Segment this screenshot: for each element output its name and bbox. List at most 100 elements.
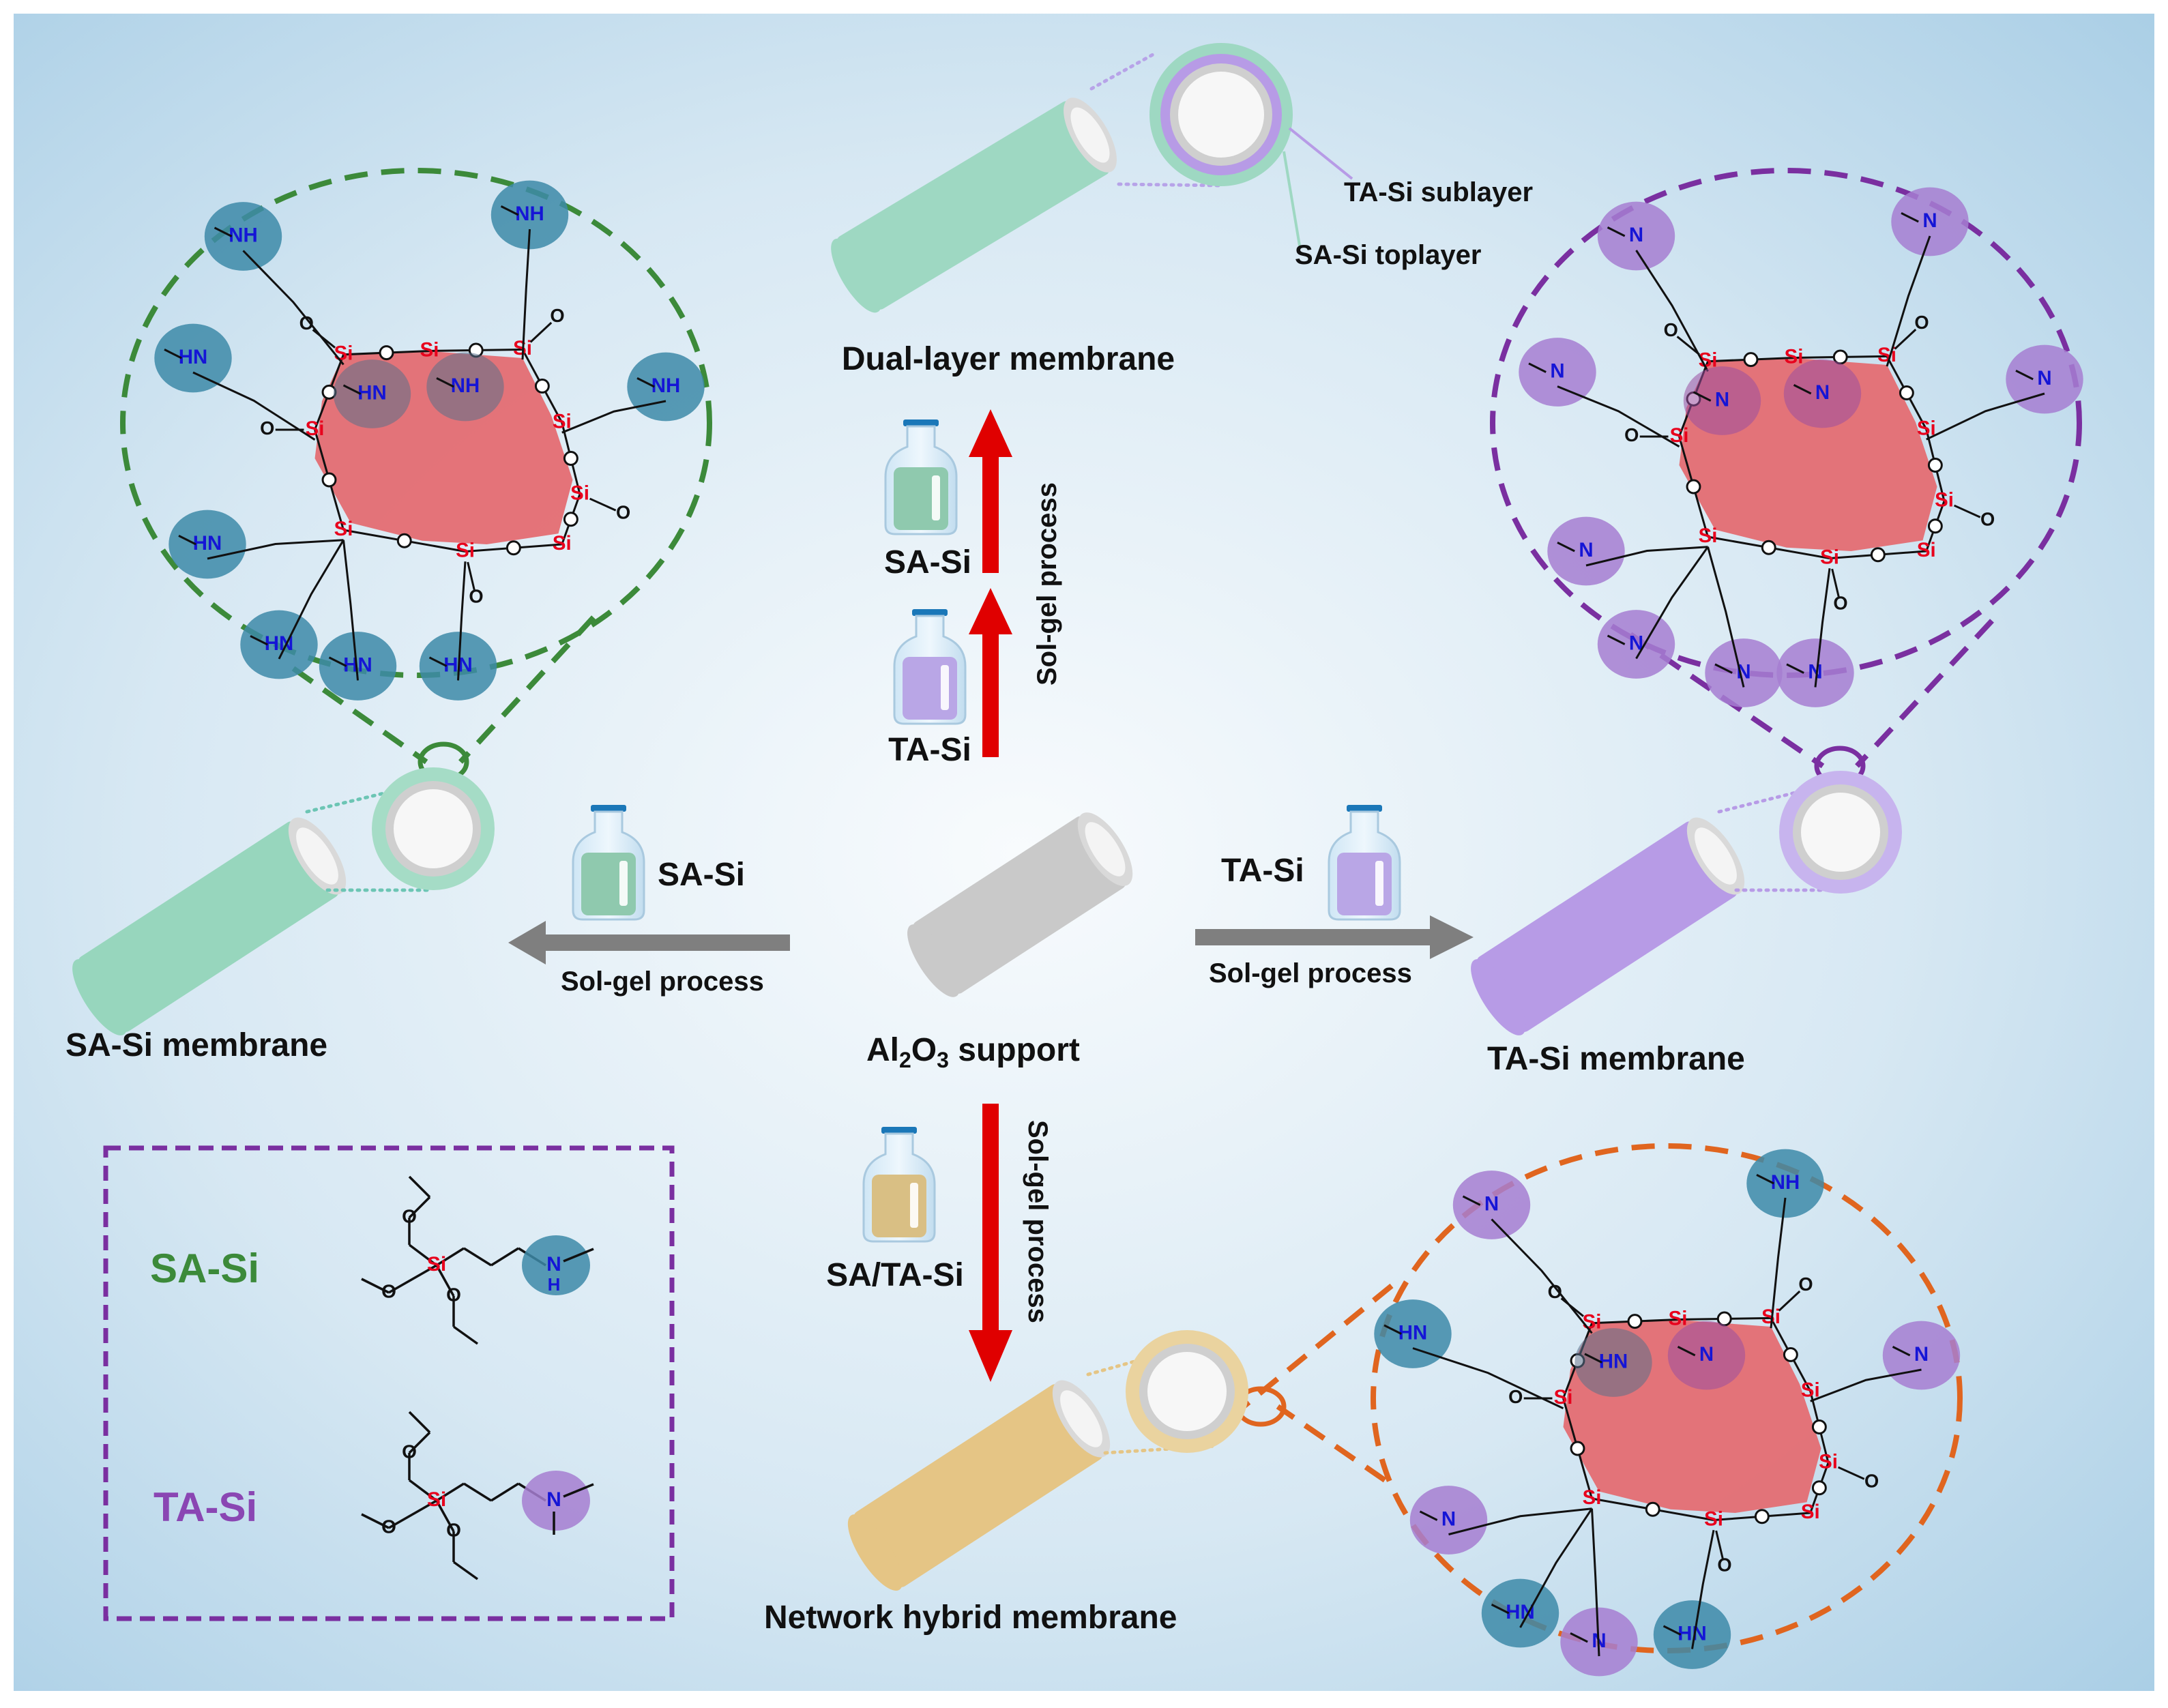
sa-net-oxygen [534,379,550,394]
sa-net-amine-label: NH [651,374,680,397]
hybrid-membrane-tube [847,1380,1111,1591]
arrow-to-ta-membrane [1195,915,1474,959]
ta-net-methyl [1901,212,1919,223]
hy-net-methyl [1462,1195,1481,1206]
sa-net-silicon: Si [334,518,353,540]
hy-net-amine-group [1374,1299,1452,1368]
vial-sasi-top-cap [903,419,939,426]
legend-sa-molecule-bond [408,1196,431,1219]
sa-bubble-outline [120,168,712,678]
sa-net-silicon: Si [553,532,572,555]
sol-gel-label-vertical-up: Sol-gel process [1032,482,1062,686]
ta-net-propyl-chain [1926,392,2045,441]
hy-net-oxygen [1811,1480,1827,1496]
ta-cross-section [1779,771,1902,894]
legend-sa-molecule-methyl [563,1248,594,1263]
legend-box [103,1145,675,1621]
legend-sa-molecule-bond [361,1278,390,1294]
legend-ta-molecule-nitrogen: N [546,1488,561,1511]
hybrid-bubble-outline [1371,1143,1963,1653]
hy-net-propyl-chain [1491,1218,1593,1334]
legend-ta-molecule-bond [408,1479,438,1502]
ta-membrane-tube [1471,817,1745,1035]
hy-net-silicon: Si [1801,1501,1820,1523]
hy-net-amine-label: HN [1599,1350,1628,1372]
ta-bubble-tether-right [1855,619,1994,768]
ta-net-amine-label: N [1815,381,1830,404]
ta-net-methyl [1714,663,1733,674]
hy-net-oxygen [1627,1314,1643,1329]
vial-hybrid [862,1127,936,1243]
ta-net-terminal-oxygen: O [1914,312,1929,333]
hy-net-oxygen [1645,1501,1660,1517]
sa-net-silicon: Si [570,482,589,504]
legend-ta-molecule-amine-group [522,1471,590,1531]
ta-net-propyl-chain [1707,546,1745,688]
ta-vial-label: TA-Si [1221,853,1304,889]
legend-sa-molecule-bond [436,1247,465,1267]
vial-tasi-bottom-cap [912,609,948,616]
hy-net-terminal-oxygen: O [1864,1470,1879,1491]
ta-sublayer-label: TA-Si sublayer [1344,177,1533,207]
legend-ta-molecule-bond [361,1513,390,1529]
ta-net-oxygen [1899,385,1914,400]
hybrid-membrane-tube-body [853,1384,1103,1587]
sa-net-oxygen [379,345,394,361]
sa-net-terminal-oxygen: O [299,312,314,334]
legend-sa-label: SA-Si [150,1246,259,1291]
ta-net-amine-label: N [1922,209,1937,232]
hy-net-methyl [1383,1324,1402,1335]
legend-sa-molecule-amine-group [522,1235,590,1295]
support-label: Al2O3 support [866,1032,1080,1072]
sa-net-amine-label: HN [265,632,293,655]
sa-cross-section-bore [394,789,473,868]
sa-net-propyl-chain [192,371,316,441]
sa-net-bond [467,561,475,591]
ta-net-methyl [1793,384,1812,395]
ta-net-propyl-chain [1557,385,1680,447]
vial-tasi-right [1328,805,1401,921]
sa-net-terminal-oxygen: O [469,586,483,607]
ta-net-amine-label: N [1629,632,1643,654]
legend-ta-molecule-oxygen: O [402,1441,417,1462]
sa-net-amine-label: NH [229,224,257,246]
vial-tasi-bottom [893,609,967,725]
sa-net-methyl [428,656,448,667]
legend-sa-molecule-silicon: Si [427,1253,446,1276]
legend-sa-molecule-oxygen: O [381,1280,396,1301]
vial-sasi-left-cap [591,805,626,812]
hy-net-methyl [1892,1346,1911,1357]
dual-layer-tube-end [831,238,882,313]
hy-net-oxygen [1783,1347,1798,1362]
sa-net-amine-group [333,359,411,428]
ta-membrane-tube-end [1471,959,1526,1035]
sa-sol-gel-label: Sol-gel process [561,967,764,997]
vial-sasi-left-highlight [619,861,628,906]
sa-net-oxygen [321,472,337,488]
sa-net-terminal-oxygen: O [550,305,564,326]
hy-net-amine-group [1481,1578,1559,1648]
sa-net-propyl-chain [207,539,344,560]
sa-net-oxygen [506,540,521,556]
sa-net-methyl [500,205,519,216]
hy-net-silicon: Si [1583,1311,1602,1334]
ta-net-amine-label: N [1808,660,1822,683]
ta-net-amine-group [1547,516,1625,586]
hy-net-oxygen [1570,1441,1585,1456]
sa-membrane-tube-end [72,959,128,1035]
sa-net-silicon: Si [420,338,439,361]
sa-net-amine-group [169,510,246,579]
ta-net-amine-group [1597,201,1675,271]
sa-cross-section [372,767,495,890]
hybrid-membrane-title: Network hybrid membrane [764,1600,1177,1636]
vial-tasi-right-highlight [1375,861,1383,906]
ta-net-silicon: Si [1785,345,1804,368]
sa-net-methyl [214,226,233,237]
sa-membrane-tube-mouth-inner [296,827,338,885]
hy-net-oxygen [1754,1509,1770,1525]
ta-net-silicon: Si [1917,539,1936,561]
sa-net-silicon: Si [334,342,353,365]
sa-net-propyl-chain [561,400,666,434]
precursor-vials [572,419,1401,1243]
hy-net-amine-label: N [1699,1343,1714,1366]
